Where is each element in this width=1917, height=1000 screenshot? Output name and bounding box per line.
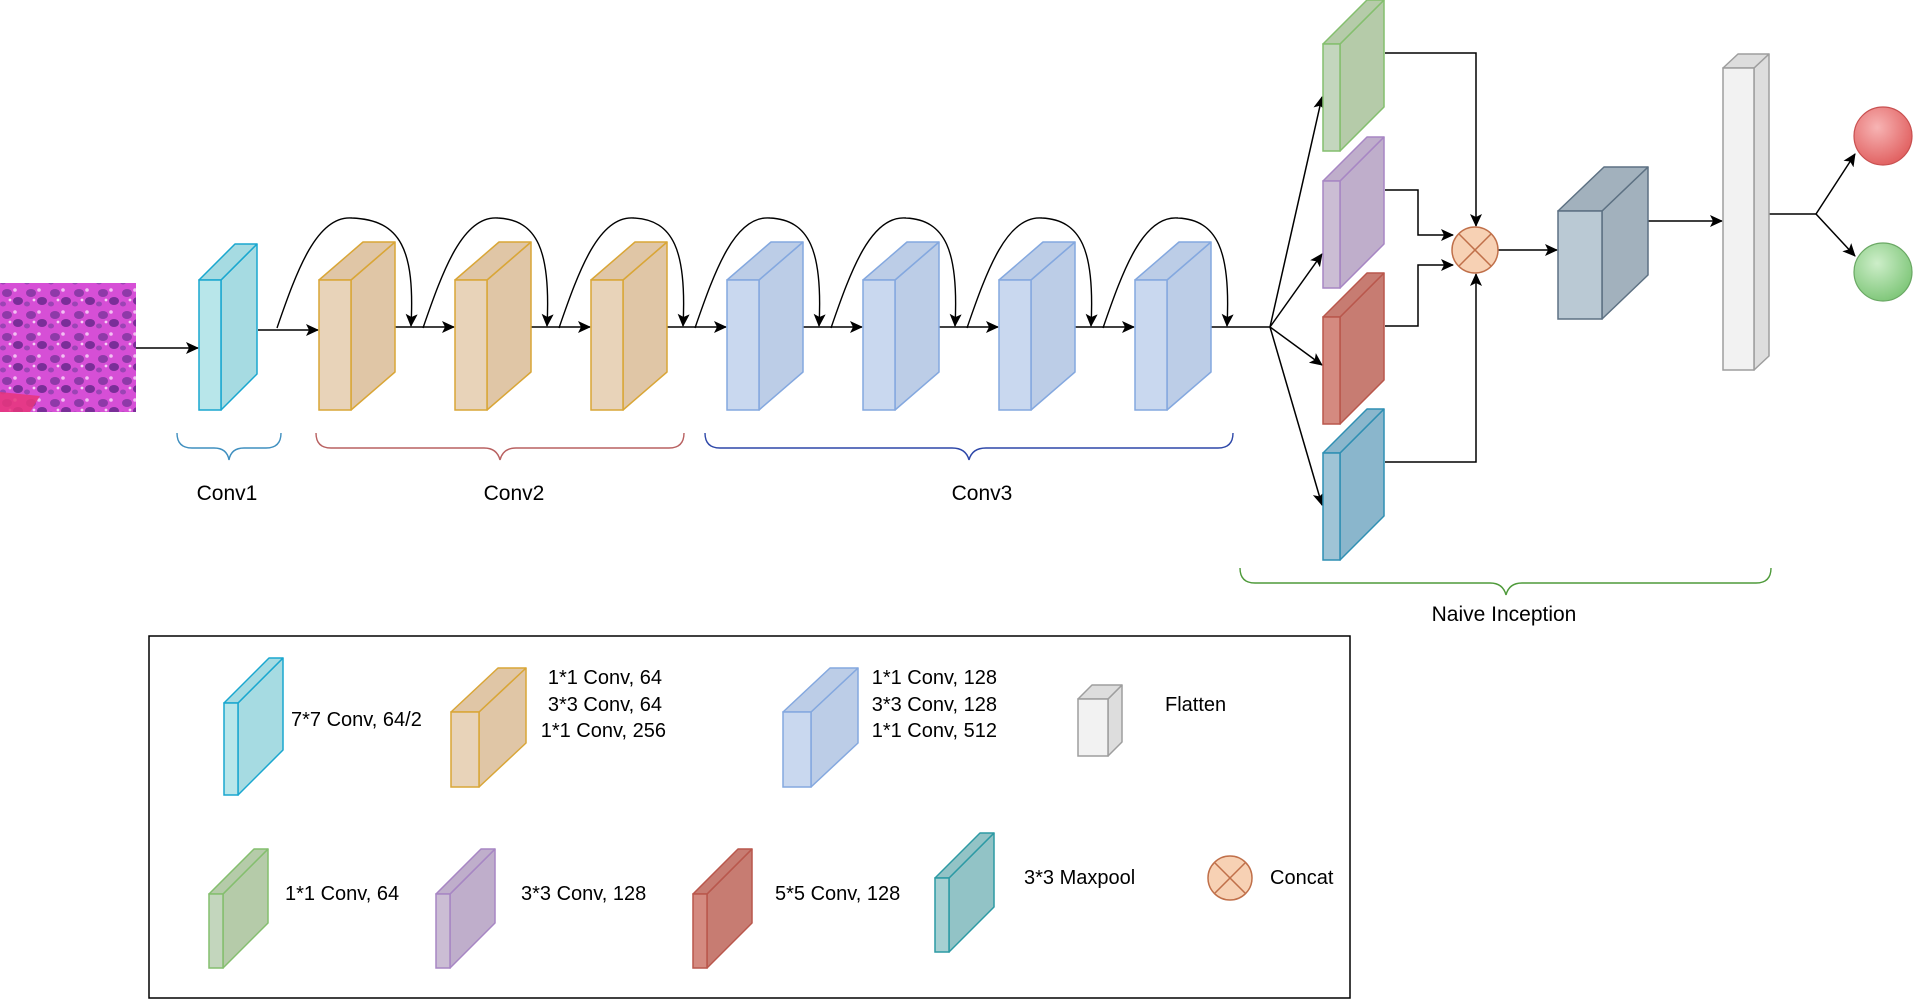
conv2-brace [315, 432, 685, 461]
inception-label: Naive Inception [1432, 603, 1577, 626]
branch-1x1-conv-block [1322, 0, 1385, 152]
legend-frame [148, 635, 1351, 999]
legend-bottleneck64-icon [450, 667, 527, 788]
connector-lines [136, 52, 1856, 506]
legend-bottleneck128-line1: 1*1 Conv, 128 [872, 667, 997, 689]
legend-concat-icon [1207, 855, 1253, 901]
dense-block [1557, 166, 1649, 320]
connector-arrow [558, 217, 690, 329]
conv2-block [318, 241, 396, 411]
legend-conv3x3-label: 3*3 Conv, 128 [521, 883, 646, 905]
connector-arrow [1269, 326, 1323, 366]
connector-arrow [1385, 273, 1482, 463]
legend-concat-label: Concat [1270, 867, 1334, 889]
conv3-block [998, 241, 1076, 411]
conv2-block [590, 241, 668, 411]
branch-3x3-conv-block [1322, 136, 1385, 289]
conv7-block [198, 243, 258, 411]
legend-bottleneck128-line3: 1*1 Conv, 512 [872, 720, 997, 742]
conv2-label: Conv2 [484, 482, 545, 505]
legend-conv3x3-icon [435, 848, 496, 969]
legend-icons [208, 657, 1253, 969]
connector-arrow [694, 217, 826, 329]
legend-maxpool-icon [934, 832, 995, 953]
concat-node [1451, 226, 1499, 274]
connector-arrow [1269, 96, 1326, 328]
legend-bottleneck64-line2: 3*3 Conv, 64 [548, 694, 662, 716]
legend: 7*7 Conv, 64/2 1*1 Conv, 64 3*3 Conv, 64… [148, 635, 1351, 999]
flatten-block [1722, 53, 1770, 371]
connector-arrow [1269, 253, 1323, 328]
legend-conv5x5-icon [692, 848, 753, 969]
branch-5x5-conv-block [1322, 272, 1385, 425]
group-braces [176, 432, 1772, 596]
connector-arrow [1102, 217, 1234, 329]
legend-conv1x1-label: 1*1 Conv, 64 [285, 883, 399, 905]
legend-bottleneck128-line2: 3*3 Conv, 128 [872, 694, 997, 716]
connector-arrow [1269, 326, 1325, 506]
conv3-block [726, 241, 804, 411]
connector-arrow [966, 217, 1098, 329]
legend-bottleneck128-icon [782, 667, 859, 788]
output-node-icon [1853, 242, 1913, 302]
legend-flatten-icon [1077, 684, 1123, 757]
legend-maxpool-label: 3*3 Maxpool [1024, 867, 1135, 889]
legend-conv7-label: 7*7 Conv, 64/2 [291, 709, 422, 731]
connector-arrow [1815, 213, 1856, 257]
network-blocks [198, 0, 1770, 561]
connector-arrow [830, 217, 962, 329]
inception-brace [1239, 567, 1772, 596]
output-nodes [1853, 106, 1913, 302]
conv1-label: Conv1 [197, 482, 258, 505]
input-image [0, 283, 136, 412]
conv1-brace [176, 432, 282, 461]
legend-bottleneck64-line3: 1*1 Conv, 256 [541, 720, 666, 742]
branch-maxpool-block [1322, 408, 1385, 561]
legend-conv7-icon [223, 657, 284, 796]
conv3-block [1134, 241, 1212, 411]
connector-arrow [276, 217, 418, 329]
legend-conv1x1-icon [208, 848, 269, 969]
connector-arrow [1815, 153, 1856, 215]
connector-arrow [1385, 189, 1454, 241]
tissue-image-icon [0, 283, 136, 412]
legend-bottleneck64-line1: 1*1 Conv, 64 [548, 667, 662, 689]
conv3-block [862, 241, 940, 411]
conv2-block [454, 241, 532, 411]
legend-flatten-label: Flatten [1165, 694, 1226, 716]
connector-arrow [422, 217, 554, 329]
output-node-icon [1853, 106, 1913, 166]
connector-arrow [1385, 259, 1454, 327]
conv3-brace [704, 432, 1234, 461]
conv3-label: Conv3 [952, 482, 1013, 505]
connector-arrow [1385, 52, 1482, 227]
legend-conv5x5-label: 5*5 Conv, 128 [775, 883, 900, 905]
